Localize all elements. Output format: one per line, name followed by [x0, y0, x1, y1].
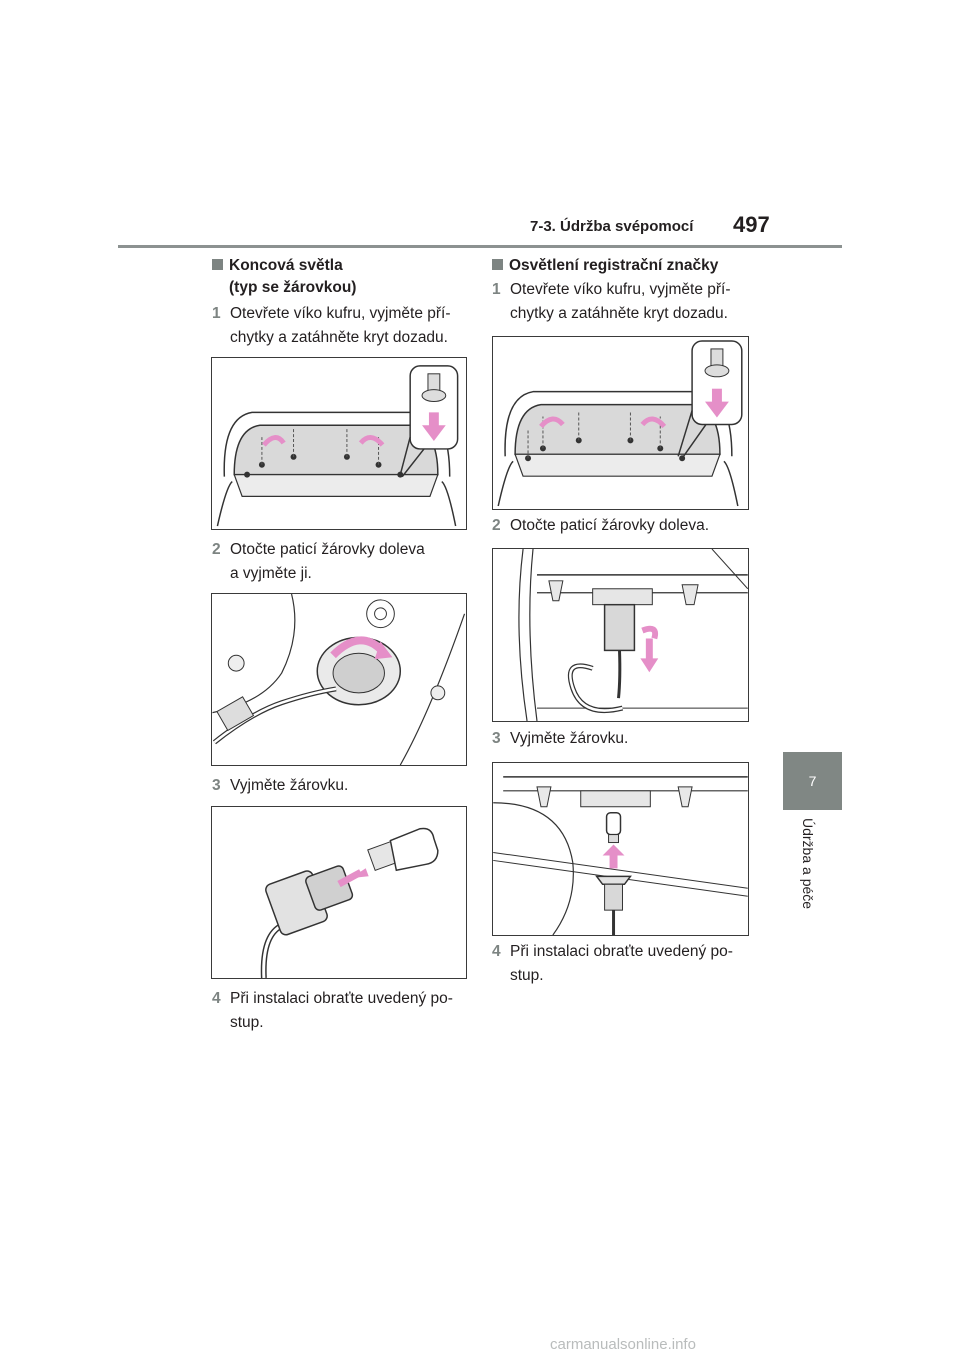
step-text: Otevřete víko kufru, vyjměte pří- [510, 281, 731, 298]
step-text: Otevřete víko kufru, vyjměte pří- [230, 305, 451, 322]
left-heading-line2: (typ se žárovkou) [229, 279, 357, 296]
step-text: Při instalaci obraťte uvedený po- [510, 943, 733, 960]
step-text: Při instalaci obraťte uvedený po- [230, 990, 453, 1007]
step-number: 2 [492, 517, 501, 534]
right-step-1: 1 Otevřete víko kufru, vyjměte pří- chytk… [492, 278, 762, 326]
license-trunk-clips-figure [492, 336, 749, 510]
step-number: 3 [492, 730, 501, 747]
bulb-socket-rotate-figure [211, 593, 467, 766]
bulb-illustration [212, 807, 466, 978]
trunk-lid-illustration [493, 337, 748, 509]
trunk-clips-figure [211, 357, 467, 530]
right-heading-line1: Osvětlení registrační značky [509, 257, 719, 274]
step-text: Otočte paticí žárovky doleva [230, 541, 425, 558]
right-step-3: 3 Vyjměte žárovku. [492, 727, 762, 751]
chapter-label: Údržba a péče [800, 818, 816, 910]
step-number: 4 [212, 990, 221, 1007]
left-step-4: 4 Při instalaci obraťte uvedený po- stup. [212, 987, 472, 1035]
license-socket-illustration [493, 549, 748, 721]
footer-watermark: carmanualsonline.info [550, 1336, 696, 1353]
right-step-4: 4 Při instalaci obraťte uvedený po- stup. [492, 940, 762, 988]
socket-illustration [212, 594, 466, 765]
step-text: chytky a zatáhněte kryt dozadu. [510, 305, 728, 322]
step-text: stup. [230, 1014, 264, 1031]
license-bulb-illustration [493, 763, 748, 935]
license-bulb-removal-figure [492, 762, 749, 936]
left-step-2: 2 Otočte paticí žárovky doleva a vyjměte … [212, 538, 472, 586]
step-number: 4 [492, 943, 501, 960]
right-heading: Osvětlení registrační značky [492, 255, 718, 277]
left-step-1: 1 Otevřete víko kufru, vyjměte pří- chytk… [212, 302, 472, 350]
step-text: Vyjměte žárovku. [230, 777, 349, 794]
step-text: chytky a zatáhněte kryt dozadu. [230, 329, 448, 346]
chapter-tab[interactable]: 7 [783, 752, 842, 810]
step-number: 1 [492, 281, 501, 298]
step-number: 1 [212, 305, 221, 322]
license-socket-rotate-figure [492, 548, 749, 722]
step-number: 2 [212, 541, 221, 558]
page-number: 497 [733, 212, 770, 237]
square-bullet-icon [212, 259, 223, 270]
trunk-lid-illustration [212, 358, 466, 529]
square-bullet-icon [492, 259, 503, 270]
step-number: 3 [212, 777, 221, 794]
bulb-removal-figure [211, 806, 467, 979]
left-heading: Koncová světla (typ se žárovkou) [212, 255, 356, 299]
section-title: 7-3. Údržba svépomocí [530, 218, 694, 235]
step-text: Vyjměte žárovku. [510, 730, 629, 747]
left-heading-line1: Koncová světla [229, 257, 343, 274]
step-text: stup. [510, 967, 544, 984]
step-text: Otočte paticí žárovky doleva. [510, 517, 710, 534]
step-text: a vyjměte ji. [230, 565, 312, 582]
right-step-2: 2 Otočte paticí žárovky doleva. [492, 514, 762, 538]
left-step-3: 3 Vyjměte žárovku. [212, 774, 472, 798]
header-divider [118, 245, 842, 248]
